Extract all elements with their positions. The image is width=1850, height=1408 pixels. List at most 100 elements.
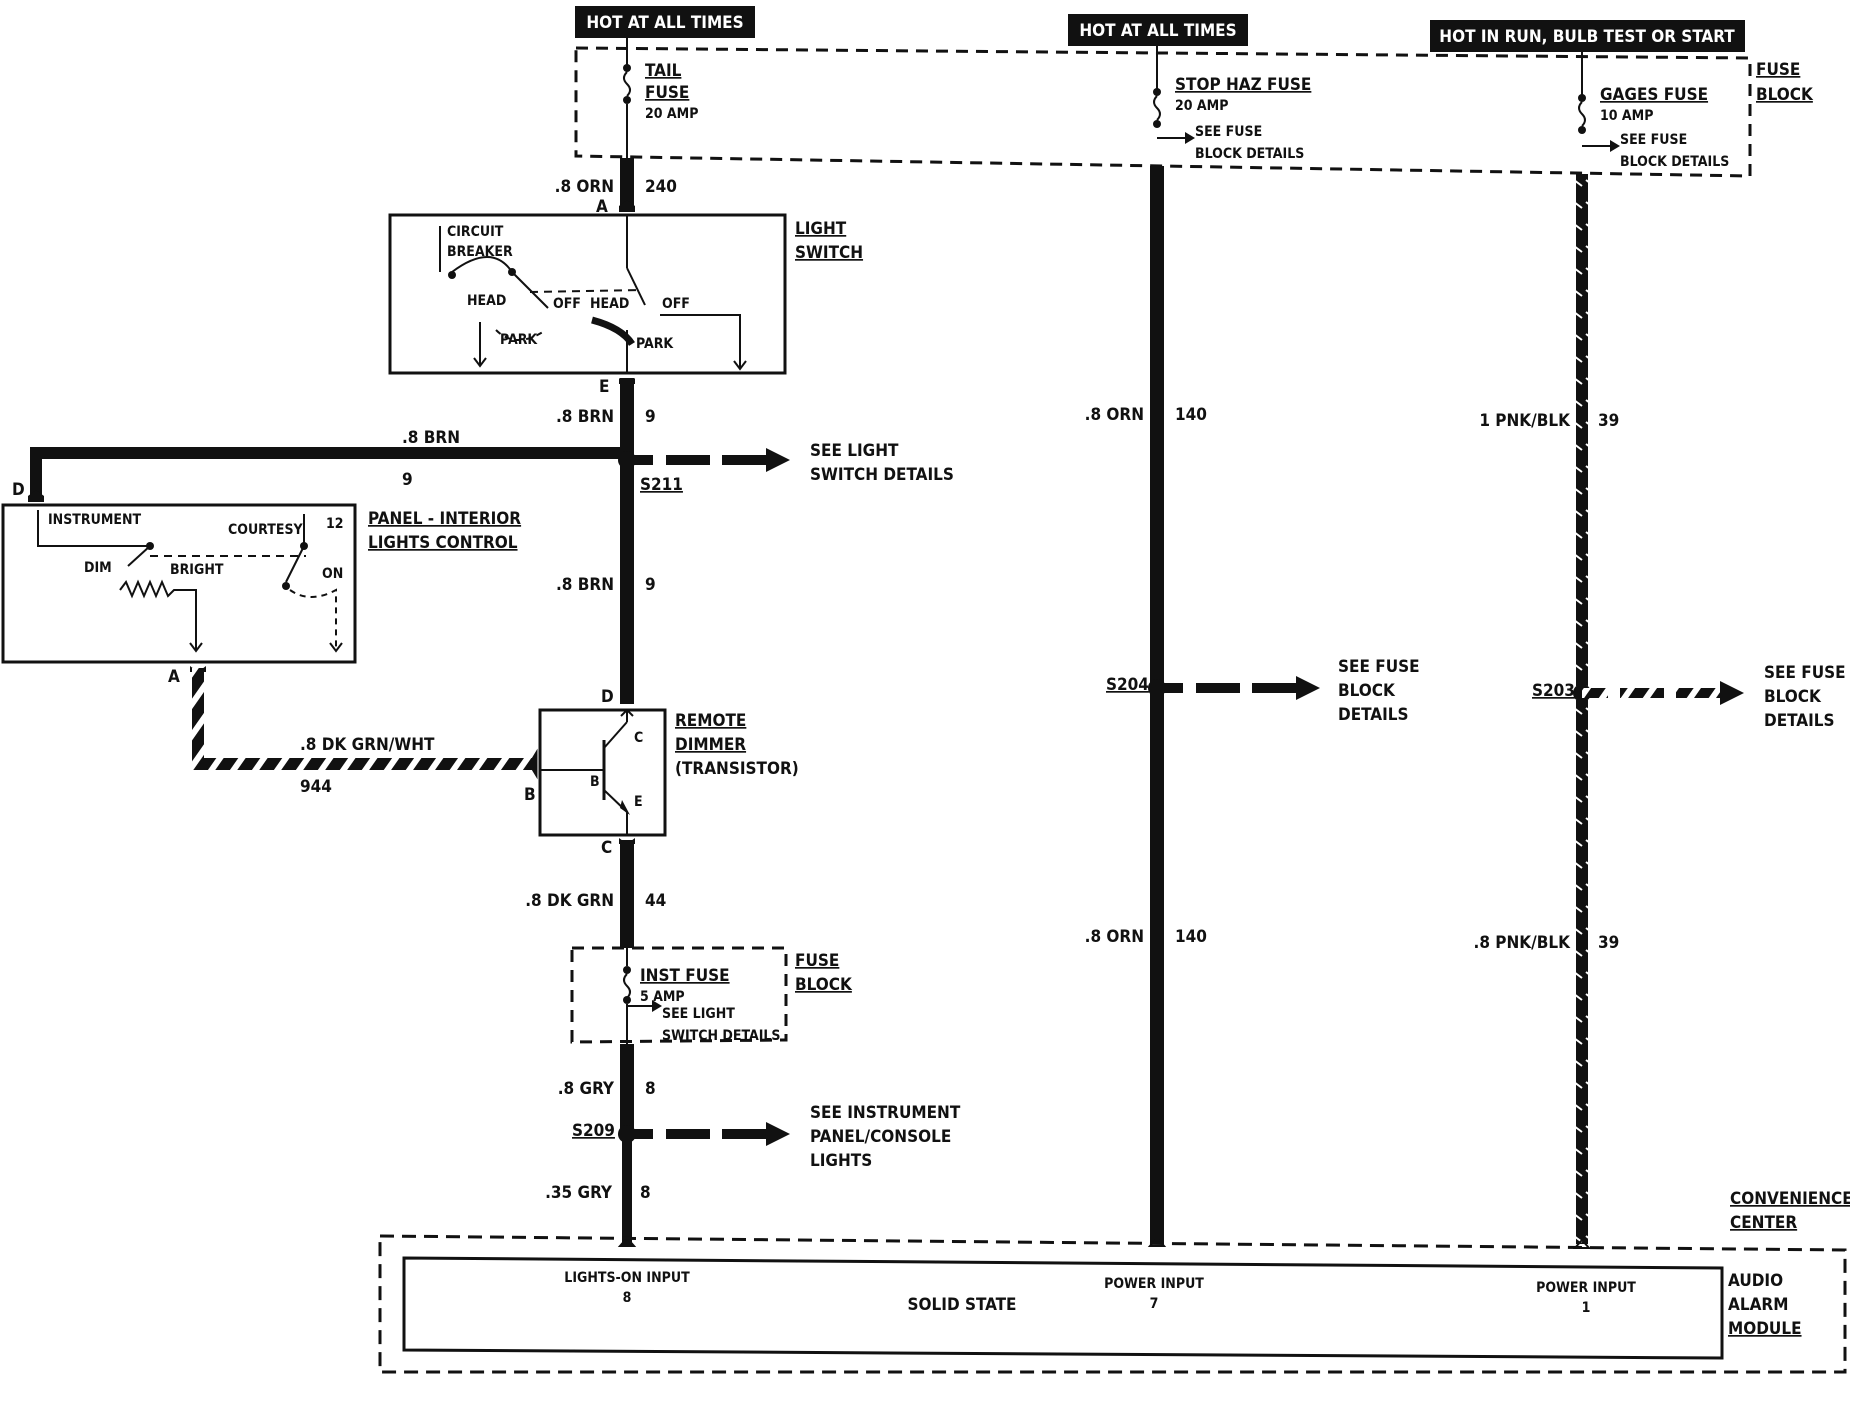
svg-text:BLOCK: BLOCK [1764, 687, 1822, 707]
svg-text:DETAILS: DETAILS [1764, 711, 1835, 731]
svg-text:.8 PNK/BLK: .8 PNK/BLK [1474, 933, 1572, 953]
splice-s209: S209 SEE INSTRUMENT PANEL/CONSOLE LIGHTS [572, 1103, 961, 1171]
stop-haz-fuse: STOP HAZ FUSE 20 AMP SEE FUSE BLOCK DETA… [1153, 46, 1311, 162]
svg-text:HEAD: HEAD [590, 296, 629, 312]
svg-text:SEE INSTRUMENT: SEE INSTRUMENT [810, 1103, 961, 1123]
svg-text:1: 1 [1582, 1300, 1591, 1316]
svg-text:.8 BRN: .8 BRN [556, 575, 614, 595]
svg-text:BLOCK DETAILS: BLOCK DETAILS [1620, 154, 1729, 170]
panel-pin-a: A [168, 667, 180, 687]
light-switch: LIGHT SWITCH CIRCUIT BREAKER HEAD OFF PA… [388, 213, 863, 375]
svg-text:AUDIO: AUDIO [1728, 1271, 1783, 1291]
svg-text:1 PNK/BLK: 1 PNK/BLK [1479, 411, 1571, 431]
svg-text:944: 944 [300, 777, 332, 797]
svg-text:.8 DK GRN: .8 DK GRN [525, 891, 614, 911]
svg-text:MODULE: MODULE [1728, 1319, 1802, 1339]
svg-text:10 AMP: 10 AMP [1600, 108, 1653, 124]
svg-text:LIGHTS-ON INPUT: LIGHTS-ON INPUT [564, 1270, 690, 1286]
svg-text:LIGHTS CONTROL: LIGHTS CONTROL [368, 533, 518, 553]
svg-text:140: 140 [1175, 927, 1207, 947]
svg-text:ALARM: ALARM [1728, 1295, 1788, 1315]
header-right: HOT IN RUN, BULB TEST OR START [1430, 20, 1745, 52]
wire-9-lower: .8 BRN 9 [556, 464, 656, 704]
dimmer-pin-d: D [601, 687, 614, 707]
svg-text:240: 240 [645, 177, 677, 197]
svg-text:HOT AT ALL TIMES: HOT AT ALL TIMES [1079, 21, 1236, 41]
top-fuse-block: FUSE BLOCK [574, 46, 1814, 178]
gages-fuse: GAGES FUSE 10 AMP SEE FUSE BLOCK DETAILS [1578, 52, 1729, 170]
svg-text:.8 DK GRN/WHT: .8 DK GRN/WHT [300, 735, 435, 755]
svg-text:HOT IN RUN, BULB TEST OR START: HOT IN RUN, BULB TEST OR START [1439, 27, 1735, 47]
svg-text:CONVENIENCE: CONVENIENCE [1730, 1189, 1850, 1209]
header-left: HOT AT ALL TIMES [575, 6, 755, 38]
svg-text:PANEL/CONSOLE: PANEL/CONSOLE [810, 1127, 951, 1147]
svg-text:ON: ON [322, 566, 343, 582]
svg-text:GAGES FUSE: GAGES FUSE [1600, 85, 1708, 105]
svg-text:POWER INPUT: POWER INPUT [1536, 1280, 1636, 1296]
splice-s211: S211 SEE LIGHT SWITCH DETAILS .8 BRN 9 [28, 428, 954, 502]
svg-text:INSTRUMENT: INSTRUMENT [48, 512, 141, 528]
svg-text:SWITCH: SWITCH [795, 243, 863, 263]
svg-text:REMOTE: REMOTE [675, 711, 746, 731]
svg-text:BLOCK: BLOCK [1756, 85, 1814, 105]
svg-text:PANEL - INTERIOR: PANEL - INTERIOR [368, 509, 521, 529]
svg-text:9: 9 [402, 470, 413, 490]
wire-8-lower: .35 GRY 8 [545, 1138, 651, 1247]
svg-text:SEE LIGHT: SEE LIGHT [662, 1006, 735, 1022]
svg-text:OFF: OFF [662, 296, 690, 312]
svg-text:5 AMP: 5 AMP [640, 989, 685, 1005]
svg-text:C: C [634, 730, 643, 746]
svg-text:PARK: PARK [636, 336, 674, 352]
svg-text:140: 140 [1175, 405, 1207, 425]
svg-text:12: 12 [326, 516, 344, 532]
svg-text:LIGHT: LIGHT [795, 219, 847, 239]
svg-text:8: 8 [623, 1290, 632, 1306]
svg-text:B: B [590, 774, 600, 790]
svg-text:STOP HAZ FUSE: STOP HAZ FUSE [1175, 75, 1311, 95]
inst-fuse-block: FUSE BLOCK INST FUSE 5 AMP SEE LIGHT SWI… [570, 946, 853, 1044]
svg-text:S211: S211 [640, 475, 683, 495]
svg-text:BLOCK DETAILS: BLOCK DETAILS [1195, 146, 1304, 162]
svg-text:.8 BRN: .8 BRN [556, 407, 614, 427]
svg-text:S204: S204 [1106, 675, 1149, 695]
header-middle: HOT AT ALL TIMES [1068, 14, 1248, 46]
panel-interior-lights-control: PANEL - INTERIOR LIGHTS CONTROL INSTRUME… [1, 503, 521, 664]
light-switch-pin-e: E [599, 377, 609, 397]
svg-text:.8 ORN: .8 ORN [1085, 927, 1144, 947]
convenience-center: CONVENIENCE CENTER [378, 1189, 1850, 1374]
light-switch-pin-a: A [596, 197, 608, 217]
svg-text:8: 8 [645, 1079, 656, 1099]
svg-text:SWITCH DETAILS: SWITCH DETAILS [810, 465, 954, 485]
svg-text:OFF: OFF [553, 296, 581, 312]
audio-alarm-module: AUDIO ALARM MODULE SOLID STATE LIGHTS-ON… [402, 1256, 1802, 1360]
svg-text:INST FUSE: INST FUSE [640, 966, 730, 986]
svg-text:BLOCK: BLOCK [795, 975, 853, 995]
splice-s203: S203 SEE FUSE BLOCK DETAILS [1532, 663, 1846, 731]
svg-text:CENTER: CENTER [1730, 1213, 1797, 1233]
wire-39-lower: .8 PNK/BLK 39 [1474, 700, 1619, 1249]
svg-text:LIGHTS: LIGHTS [810, 1151, 872, 1171]
svg-text:BLOCK: BLOCK [1338, 681, 1396, 701]
svg-text:SEE FUSE: SEE FUSE [1195, 124, 1262, 140]
svg-text:8: 8 [640, 1183, 651, 1203]
svg-text:TAIL: TAIL [645, 61, 682, 81]
remote-dimmer: REMOTE DIMMER (TRANSISTOR) C B E [538, 708, 799, 837]
tail-fuse: TAIL FUSE 20 AMP [623, 38, 698, 160]
panel-pin-d: D [12, 480, 25, 500]
svg-text:39: 39 [1598, 411, 1619, 431]
svg-text:44: 44 [645, 891, 666, 911]
wire-240: .8 ORN 240 [555, 158, 677, 212]
wire-140-upper: .8 ORN 140 [1085, 166, 1207, 686]
svg-text:BREAKER: BREAKER [447, 244, 513, 260]
svg-text:FUSE: FUSE [1756, 60, 1800, 80]
svg-text:.8 ORN: .8 ORN [1085, 405, 1144, 425]
wire-9-upper: .8 BRN 9 [556, 378, 656, 458]
svg-text:7: 7 [1150, 1296, 1159, 1312]
svg-text:SOLID STATE: SOLID STATE [908, 1295, 1017, 1315]
wire-944: .8 DK GRN/WHT 944 [190, 666, 538, 797]
svg-text:.8 BRN: .8 BRN [402, 428, 460, 448]
svg-text:DETAILS: DETAILS [1338, 705, 1409, 725]
wire-8-upper: .8 GRY 8 [558, 1044, 656, 1134]
svg-text:CIRCUIT: CIRCUIT [447, 224, 504, 240]
